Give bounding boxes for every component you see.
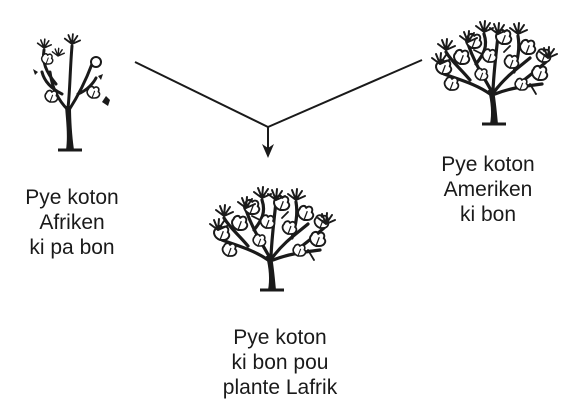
hybrid-cotton-label-line-3: plante Lafrik	[196, 375, 364, 400]
edge-american-to-hybrid	[268, 60, 422, 127]
african-cotton-label-line-2: Afriken	[4, 210, 140, 235]
american-cotton-label-line-2: Ameriken	[420, 177, 556, 202]
african-cotton-label: Pye koton Afriken ki pa bon	[4, 185, 140, 260]
american-cotton-label-line-3: ki bon	[420, 202, 556, 227]
sparse-cotton-plant-icon	[33, 34, 110, 150]
hybrid-cotton-label: Pye koton ki bon pou plante Lafrik	[196, 325, 364, 400]
bushy-cotton-plant-icon	[210, 187, 335, 290]
edge-african-to-hybrid	[135, 62, 268, 127]
hybrid-cotton-label-line-1: Pye koton	[196, 325, 364, 350]
bushy-cotton-plant-icon	[432, 21, 557, 124]
american-cotton-label-line-1: Pye koton	[420, 152, 556, 177]
hybrid-cotton-label-line-2: ki bon pou	[196, 350, 364, 375]
crossbreeding-connector	[135, 60, 422, 158]
african-cotton-label-line-1: Pye koton	[4, 185, 140, 210]
american-cotton-label: Pye koton Ameriken ki bon	[420, 152, 556, 227]
african-cotton-label-line-3: ki pa bon	[4, 235, 140, 260]
